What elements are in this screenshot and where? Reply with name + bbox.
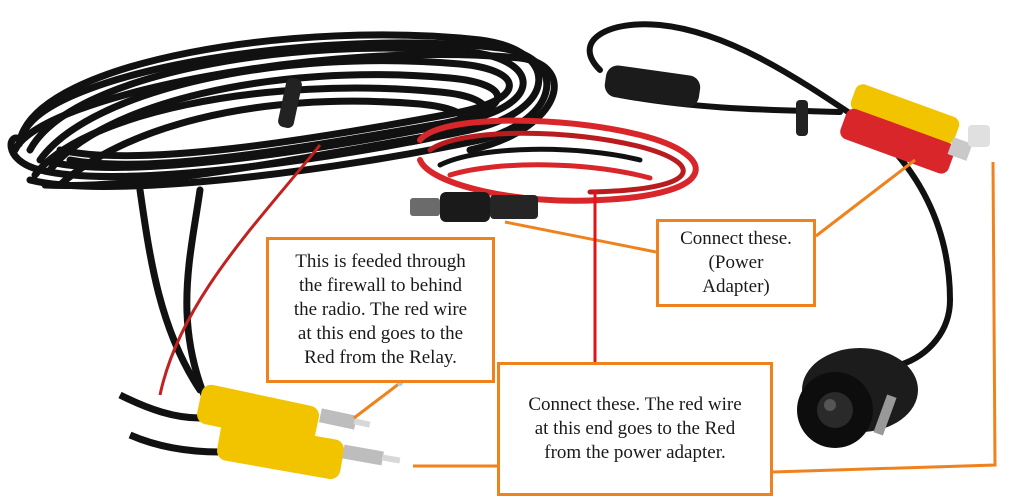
callout-rca-text: Connect these. The red wire at this end …	[528, 394, 742, 463]
yellow-rca-plugs	[118, 384, 401, 480]
black-cable-coil	[7, 31, 558, 424]
red-power-cable	[417, 117, 699, 204]
callout-power-adapter: Connect these. (Power Adapter)	[656, 219, 816, 307]
dc-barrel-connector	[410, 192, 538, 222]
callout-leader-lines	[353, 158, 997, 474]
rear-camera	[797, 299, 953, 448]
rca-power-plugs-top	[840, 84, 990, 174]
inline-connector	[604, 65, 701, 108]
callout-power-adapter-text: Connect these. (Power Adapter)	[680, 228, 792, 297]
callout-rca-connect: Connect these. The red wire at this end …	[497, 362, 773, 496]
callout-firewall-text: This is feeded through the firewall to b…	[293, 251, 468, 368]
callout-firewall-note: This is feeded through the firewall to b…	[266, 237, 495, 383]
cable-tie	[278, 77, 302, 129]
cable-tie-right	[796, 100, 808, 136]
thin-red-wire	[158, 144, 322, 396]
